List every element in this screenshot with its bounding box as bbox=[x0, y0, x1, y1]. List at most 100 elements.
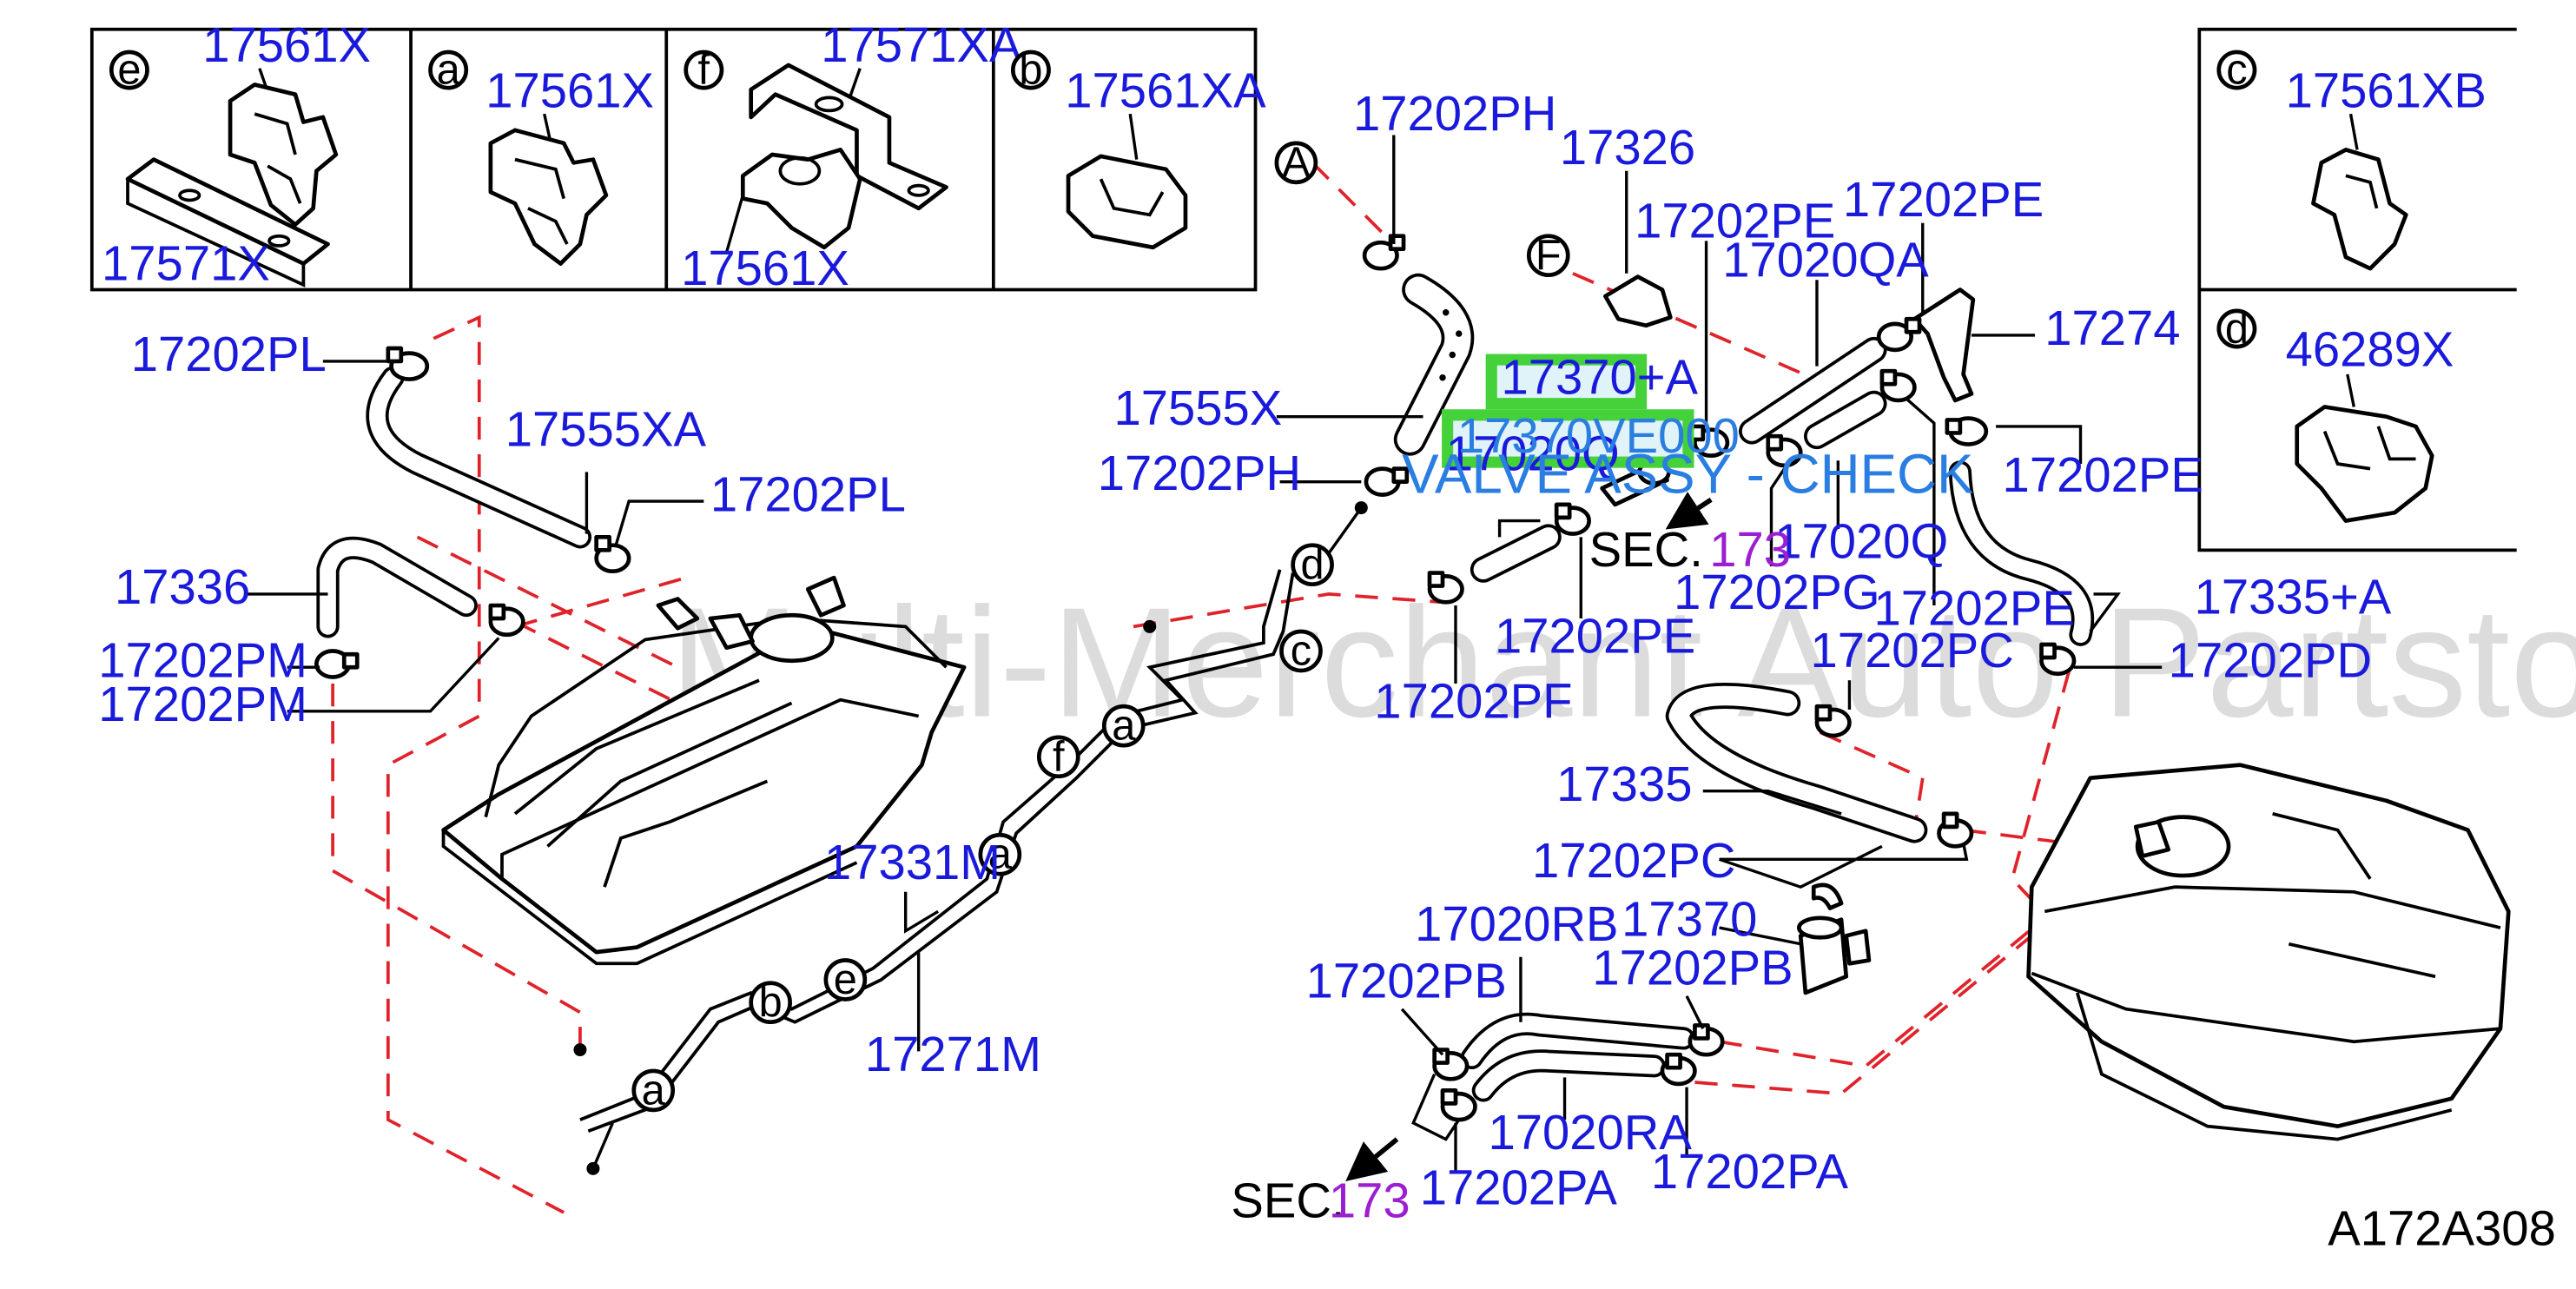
sec-label-1: SEC. bbox=[1589, 522, 1703, 577]
sec-label-2: SEC. bbox=[1231, 1173, 1344, 1228]
detail-panel-grid bbox=[89, 27, 2517, 552]
hose-17335A bbox=[1948, 460, 2095, 646]
label-17336[interactable]: 17336 bbox=[115, 559, 250, 614]
label-17561X-a[interactable]: 17561X bbox=[485, 63, 654, 118]
label-17202PA-2[interactable]: 17202PA bbox=[1651, 1144, 1849, 1199]
label-17370VE000[interactable]: 17370VE000 bbox=[1457, 408, 1740, 463]
clip-17561XB-shape bbox=[2311, 148, 2408, 271]
label-17202PC-1[interactable]: 17202PC bbox=[1810, 623, 2013, 678]
label-17555X[interactable]: 17555X bbox=[1114, 380, 1283, 435]
watermark: Multi-Merchant Auto Partstore bbox=[670, 575, 2576, 750]
clamp-17202PH-mid bbox=[1364, 466, 1410, 497]
label-17020RB[interactable]: 17020RB bbox=[1415, 896, 1618, 951]
hose-17020RB bbox=[1460, 1012, 1695, 1070]
clamp-17202PA-2 bbox=[1660, 1052, 1697, 1087]
hose-17020RA bbox=[1471, 1049, 1666, 1102]
label-17202PH-mid[interactable]: 17202PH bbox=[1098, 446, 1301, 500]
label-17571X[interactable]: 17571X bbox=[102, 235, 270, 290]
callout-e-tube: e bbox=[834, 956, 857, 1003]
clamp-17202PE-4 bbox=[1945, 416, 1989, 446]
label-17202PH-top[interactable]: 17202PH bbox=[1353, 86, 1556, 141]
label-17271M[interactable]: 17271M bbox=[865, 1027, 1041, 1081]
hose-17020QA bbox=[1739, 336, 1887, 445]
label-17555XA[interactable]: 17555XA bbox=[505, 401, 707, 456]
label-17561X-e[interactable]: 17561X bbox=[202, 17, 371, 72]
clip-17561X-a-shape bbox=[488, 128, 609, 266]
clamp-17202PB-2 bbox=[1688, 1023, 1725, 1057]
label-17202PL-top[interactable]: 17202PL bbox=[131, 327, 327, 381]
label-17202PL-mid[interactable]: 17202PL bbox=[710, 466, 906, 521]
clamp-17202PG bbox=[1766, 433, 1803, 468]
label-17020RA[interactable]: 17020RA bbox=[1488, 1105, 1692, 1160]
label-17202PG[interactable]: 17202PG bbox=[1674, 565, 1880, 619]
callout-d: d bbox=[2225, 305, 2249, 352]
label-17202PM-2[interactable]: 17202PM bbox=[98, 677, 307, 731]
label-17335A[interactable]: 17335+A bbox=[2195, 569, 2392, 624]
clamp-17202PD bbox=[2039, 642, 2077, 677]
label-17020Q-2[interactable]: 17020Q bbox=[1774, 514, 1948, 569]
label-17020Q-1[interactable]: 17020Q bbox=[1446, 426, 1620, 481]
diagram-code: A172A308 bbox=[2328, 1200, 2556, 1255]
highlight-17370A bbox=[1485, 354, 1648, 410]
label-17202PD[interactable]: 17202PD bbox=[2169, 632, 2372, 687]
label-17274[interactable]: 17274 bbox=[2044, 301, 2180, 355]
callout-f-tube: f bbox=[1053, 733, 1065, 780]
fuel-tank-left bbox=[441, 575, 967, 966]
hose-17020Q-right bbox=[1803, 390, 1887, 450]
label-17202PE-4[interactable]: 17202PE bbox=[2003, 447, 2203, 502]
clamp-17202PA-1 bbox=[1440, 1088, 1477, 1122]
label-17202PE-1[interactable]: 17202PE bbox=[1635, 194, 1835, 248]
label-17202PB-2[interactable]: 17202PB bbox=[1592, 941, 1793, 995]
label-17202PE-2[interactable]: 17202PE bbox=[1843, 172, 2044, 227]
callout-a: a bbox=[437, 47, 461, 94]
label-17370[interactable]: 17370 bbox=[1622, 891, 1757, 946]
sec-number-2[interactable]: 173 bbox=[1329, 1173, 1410, 1228]
clip-17561XA-shape bbox=[1066, 154, 1188, 250]
label-17571XA[interactable]: 17571XA bbox=[821, 17, 1022, 72]
label-17370A[interactable]: 17370+A bbox=[1501, 349, 1698, 404]
clamp-17202PL-mid bbox=[594, 534, 631, 574]
clamp-17326 bbox=[1603, 274, 1673, 328]
clamps bbox=[314, 234, 2077, 1122]
hose-17336 bbox=[316, 536, 478, 638]
detail-b: b 17561XA bbox=[1010, 47, 1266, 250]
callout-a-tube-3: a bbox=[1112, 703, 1136, 750]
part-labels: 17202PL 17555XA 17202PL 17336 17202PM 17… bbox=[98, 86, 2556, 1256]
callout-b-tube: b bbox=[759, 979, 783, 1026]
callout-b-circle bbox=[1010, 50, 1051, 90]
detail-f: f 17571XA 17561X bbox=[681, 17, 1022, 295]
label-17202PC-2[interactable]: 17202PC bbox=[1532, 833, 1735, 888]
label-17202PA-1[interactable]: 17202PA bbox=[1420, 1160, 1618, 1215]
label-17326[interactable]: 17326 bbox=[1560, 120, 1695, 175]
callout-c-tube: c bbox=[1291, 627, 1311, 674]
callout-d-circle bbox=[2216, 308, 2257, 349]
highlight-17370VE000 bbox=[1442, 409, 1694, 468]
sec-number-1[interactable]: 173 bbox=[1709, 522, 1791, 577]
canister-17370 bbox=[1797, 882, 1872, 995]
hose-17555X bbox=[1393, 273, 1475, 456]
label-46289X[interactable]: 46289X bbox=[2286, 322, 2454, 377]
bracket-17571XA-shape bbox=[749, 63, 948, 211]
label-17331M[interactable]: 17331M bbox=[824, 835, 1001, 889]
detail-d: d 46289X bbox=[2216, 305, 2454, 523]
hose-17335 bbox=[1665, 683, 1928, 843]
label-17335[interactable]: 17335 bbox=[1556, 757, 1692, 811]
sec-arrows bbox=[1345, 492, 1713, 1181]
label-17202PE-5[interactable]: 17202PE bbox=[1495, 608, 1695, 663]
label-17202PB-1[interactable]: 17202PB bbox=[1306, 954, 1507, 1008]
callout-c: c bbox=[2226, 47, 2247, 94]
label-17020QA[interactable]: 17020QA bbox=[1722, 233, 1929, 288]
label-17561XA[interactable]: 17561XA bbox=[1065, 63, 1266, 118]
label-17561XB[interactable]: 17561XB bbox=[2286, 63, 2487, 118]
clamp-17202PC-2 bbox=[1937, 811, 1974, 849]
clamp-17202PF bbox=[1427, 571, 1464, 605]
callout-f: f bbox=[698, 47, 710, 94]
label-17561X-f[interactable]: 17561X bbox=[681, 241, 849, 295]
label-17202PM-1[interactable]: 17202PM bbox=[98, 632, 307, 687]
label-17202PE-3[interactable]: 17202PE bbox=[1874, 581, 2075, 636]
part-description: VALVE ASSY - CHECK bbox=[1402, 444, 1973, 506]
clamp-17202PC-1 bbox=[1814, 704, 1852, 738]
clamp-17202PL-top bbox=[386, 346, 430, 381]
label-17202PF[interactable]: 17202PF bbox=[1374, 673, 1572, 728]
